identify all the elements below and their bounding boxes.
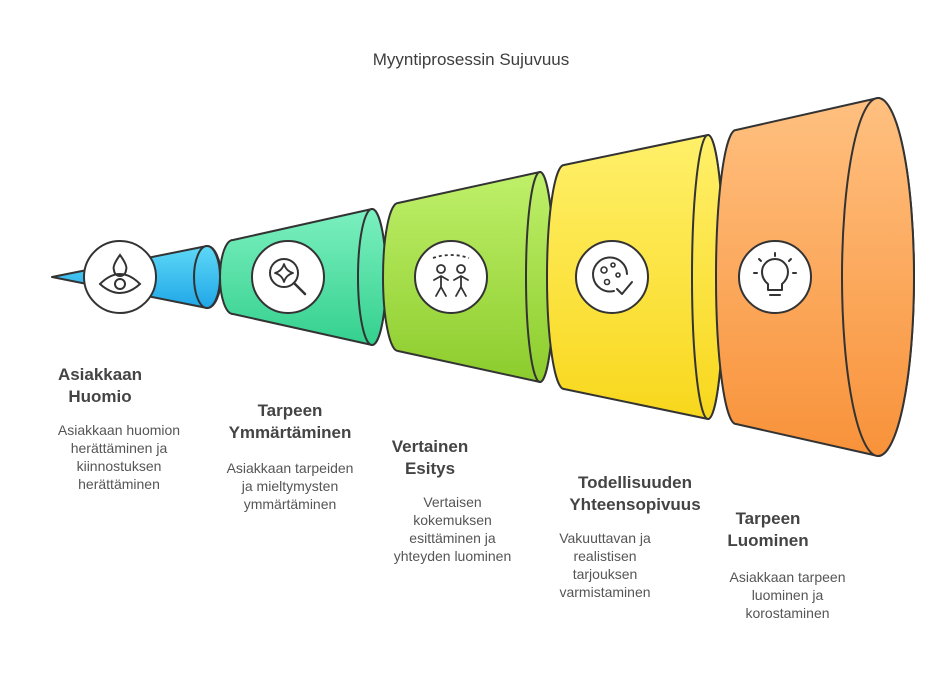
stage-1-name: Asiakkaan Huomio [57, 365, 143, 406]
reality-check-icon [575, 240, 649, 314]
magnifier-sparkle-icon [251, 240, 325, 314]
stage-3-description: Vertaisen kokemuksen esittäminen ja yhte… [393, 494, 512, 564]
stage-2-description: Asiakkaan tarpeiden ja mieltymysten ymmä… [226, 460, 354, 512]
lightbulb-icon [738, 240, 812, 314]
stage-2-name: Tarpeen Ymmärtäminen [228, 401, 352, 442]
diagram-title: Myyntiprosessin Sujuvuus [372, 50, 570, 69]
stage-1-description: Asiakkaan huomion herättäminen ja kiinno… [57, 422, 181, 492]
stage-4-name: Todellisuuden Yhteensopivuus [569, 473, 701, 514]
stage-5-description: Asiakkaan tarpeen luominen ja korostamin… [729, 569, 846, 621]
stage-5-segment [715, 97, 915, 457]
eye-drop-icon [83, 240, 157, 314]
stage-3-name: Vertainen Esitys [391, 437, 469, 478]
peers-icon [414, 240, 488, 314]
stage-4-description: Vakuuttavan ja realistisen tarjouksen va… [559, 530, 651, 600]
stage-5-name: Tarpeen Luominen [727, 509, 809, 550]
